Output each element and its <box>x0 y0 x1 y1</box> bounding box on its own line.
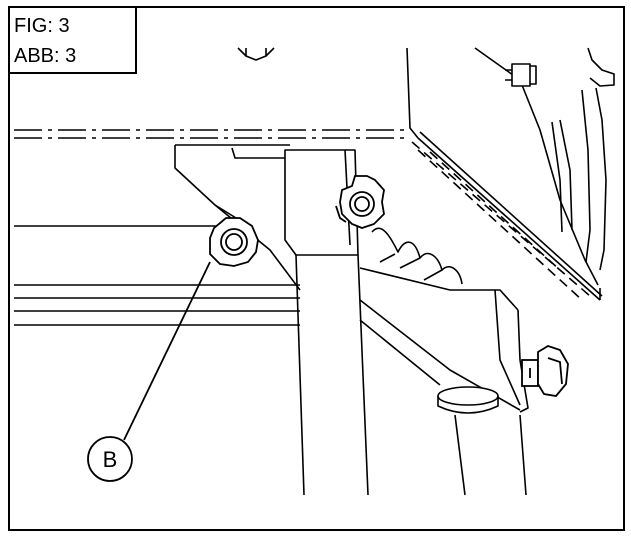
abb-label: ABB: 3 <box>14 45 76 67</box>
fig-label: FIG: 3 <box>14 15 70 37</box>
label-box <box>8 6 137 74</box>
blade-guard <box>551 47 615 271</box>
vertical-post <box>284 149 369 496</box>
star-knob-b <box>209 217 259 267</box>
round-foot <box>437 386 499 414</box>
callout-bubble <box>87 436 133 482</box>
callout-leader-line <box>123 261 211 441</box>
table-hidden-lines <box>14 129 410 139</box>
gear-teeth <box>371 227 463 285</box>
star-knob-right <box>521 345 569 397</box>
callout-b-label: B <box>103 447 118 472</box>
top-knob <box>237 47 275 61</box>
upper-right-bolt <box>505 63 537 87</box>
star-knob-center <box>335 175 385 229</box>
machine-parts <box>14 47 615 496</box>
horizontal-rails <box>14 225 300 326</box>
lower-post <box>454 414 527 496</box>
diagonal-hidden-lines <box>411 141 591 301</box>
